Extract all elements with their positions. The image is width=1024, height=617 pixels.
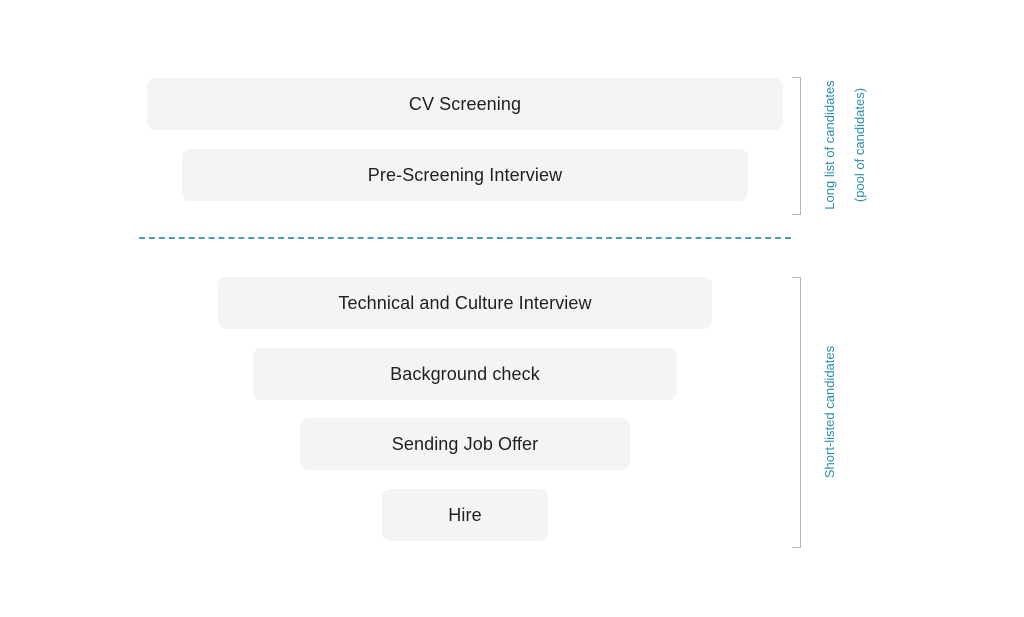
stage-label: Technical and Culture Interview [338, 292, 592, 313]
long-list-label: Long list of candidates (pool of candida… [815, 65, 875, 225]
stage-sending-job-offer: Sending Job Offer [300, 418, 630, 470]
short-list-label: Short-listed candidates [815, 332, 845, 492]
short-list-label-line1: Short-listed candidates [822, 345, 837, 479]
stage-technical-culture-interview: Technical and Culture Interview [218, 277, 712, 329]
stage-label: Sending Job Offer [391, 433, 539, 454]
stage-label: CV Screening [408, 93, 522, 114]
long-list-label-line1: Long list of candidates [822, 80, 837, 210]
stage-background-check: Background check [253, 348, 677, 400]
short-list-bracket [792, 277, 801, 548]
shortlist-divider [139, 237, 791, 239]
stage-cv-screening: CV Screening [147, 78, 783, 130]
stage-pre-screening-interview: Pre-Screening Interview [182, 149, 748, 201]
long-list-label-line2: (pool of candidates) [852, 87, 867, 203]
long-list-bracket [792, 77, 801, 215]
stage-hire: Hire [382, 489, 548, 541]
stage-label: Background check [390, 363, 540, 384]
stage-label: Hire [448, 504, 482, 525]
stage-label: Pre-Screening Interview [367, 164, 563, 185]
